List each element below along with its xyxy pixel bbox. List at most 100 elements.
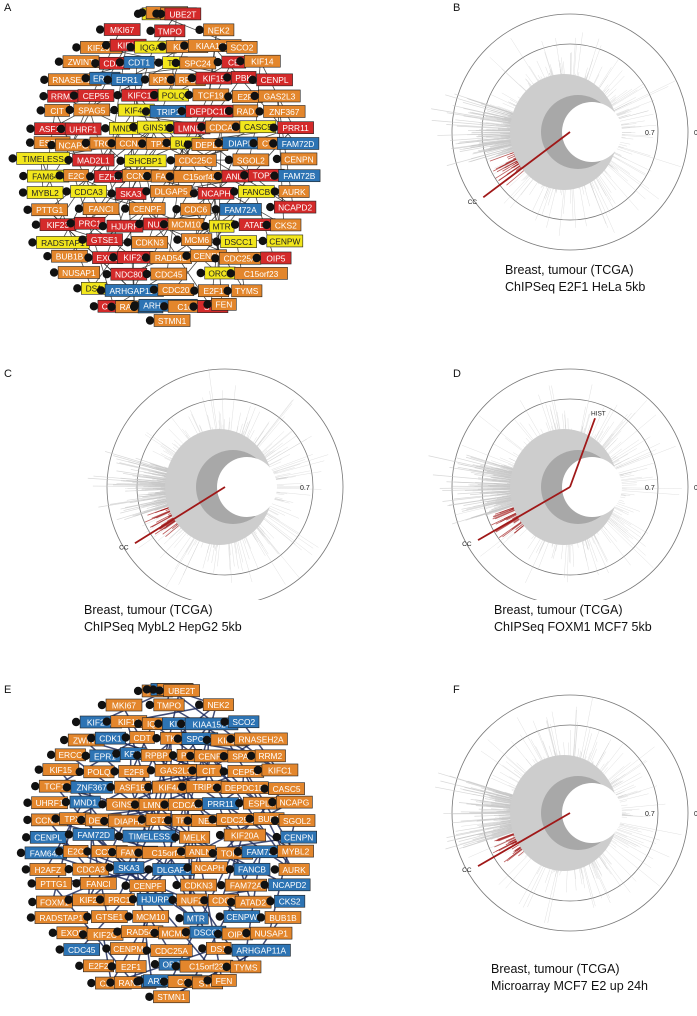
gene-label: OIP5 [228,929,247,939]
gene-node: CDKN3 [123,236,169,249]
gene-node: FAM72D [64,828,115,841]
panel-f: F CC0.70.9 Breast, tumour (TCGA) Microar… [348,676,697,1016]
node-dot [43,252,52,261]
node-dot [84,253,93,262]
gene-label: CDCA3 [74,187,103,197]
edge-line [206,723,211,771]
node-dot [268,797,277,807]
gene-node: CDC25C [166,154,217,167]
caption-d-line1: Breast, tumour (TCGA) [494,603,623,617]
edge-line [128,143,160,194]
node-dot [248,75,257,85]
node-dot [34,765,44,774]
gene-label: DIAPH3 [228,138,259,148]
network-graph-a: HELLC17orfKNTC1UBE2TMKI67TMPONEK2KIF20BK… [8,6,321,327]
gene-node: FAM72D [269,137,320,150]
gene-node: KPN [140,73,175,86]
node-dot [112,749,121,758]
gene-label: ARHGAP11A [109,286,159,296]
gene-node: RAD [224,104,259,118]
gene-label: DS1 [86,284,103,294]
node-dot [75,961,84,971]
gene-node: HJURP [98,219,144,233]
node-dot [183,863,192,872]
gene-label: TYMS [235,286,259,296]
gene-node: CDC25A [211,251,262,265]
node-dot [107,302,116,312]
node-dot [102,269,111,279]
gene-node: CDK1 [87,731,126,745]
node-dot [236,56,245,66]
gene-node: ZNF367 [62,780,113,794]
node-dot [27,879,36,888]
node-box [72,153,115,167]
node-box [233,862,271,876]
gene-label: TRIP13 [157,107,186,117]
node-box [220,235,257,248]
node-dot [133,686,143,696]
node-box [105,698,143,712]
marker-label: CC [462,867,472,874]
gene-label: UBE2T [169,9,196,19]
gene-label: LMNB1 [178,123,206,133]
node-dot [78,235,87,244]
node-box [231,943,291,957]
node-dot [171,58,181,68]
node-dot [184,90,194,100]
node-dot [211,205,221,214]
node-box [228,715,260,729]
ring-label-inner: 0.7 [645,130,655,137]
gene-label: TPX2 [151,139,172,149]
node-dot [269,846,278,856]
gene-label: CDC6 [212,896,235,906]
radial-plot-c: CC0.70.9 [87,368,344,600]
node-box [202,698,234,712]
node-dot [256,913,266,922]
node-box [274,894,306,908]
node-dot [230,220,240,229]
node-dot [156,9,166,19]
node-box [211,974,237,987]
node-dot [96,286,106,295]
gene-node: CASC5 [231,120,277,134]
node-dot [71,717,81,727]
gene-label: TYMS [234,962,258,972]
gene-label: STMN1 [157,992,186,1002]
gene-label: KIF20B [87,717,115,727]
network-graph-e: HELLC17orfKNTC1UBE2TMKI67TMPONEK2KIF20BK… [16,683,317,1004]
gene-label: TIMELESS [22,154,64,164]
node-dot [255,107,264,116]
gene-node: E2C [55,845,89,858]
node-box [230,960,262,974]
gene-label: FANCI [89,204,114,214]
gene-label: MTR [187,914,205,924]
gene-label: KIF4A [159,783,183,793]
gene-node: SGOL2 [224,153,270,167]
node-dot [110,767,119,776]
gene-node: TYMS [223,284,263,298]
gene-label: FAM72A [225,205,258,215]
panel-a: A HELLC17orfKNTC1UBE2TMKI67TMPONEK2KIF20… [0,0,340,340]
gene-node: NEK2 [194,698,234,712]
gene-label: PRR11 [282,123,309,133]
nodes: HELLC17orfKNTC1UBE2TMKI67TMPONEK2KIF20BK… [8,6,321,327]
gene-label: SCO2 [232,717,255,727]
gene-label: ESPL1 [248,799,274,809]
gene-node: RRM2 [39,89,79,103]
node-box [226,41,258,54]
gene-label: CDC6 [184,205,207,215]
node-dot [137,8,147,17]
node-dot [36,106,45,115]
gene-label: ZWINT [73,735,100,745]
gene-label: DSCC1 [194,928,223,938]
node-box [223,828,267,842]
gene-node: KIF15 [187,71,233,85]
node-dot [107,962,116,971]
node-dot [130,301,140,310]
gene-node: POLQ [75,765,115,779]
gene-label: NUSAP1 [62,268,96,278]
node-dot [246,751,256,761]
node-dot [114,171,123,180]
gene-node: TIMELESS [114,829,176,843]
gene-label: ASF1B [119,783,146,793]
